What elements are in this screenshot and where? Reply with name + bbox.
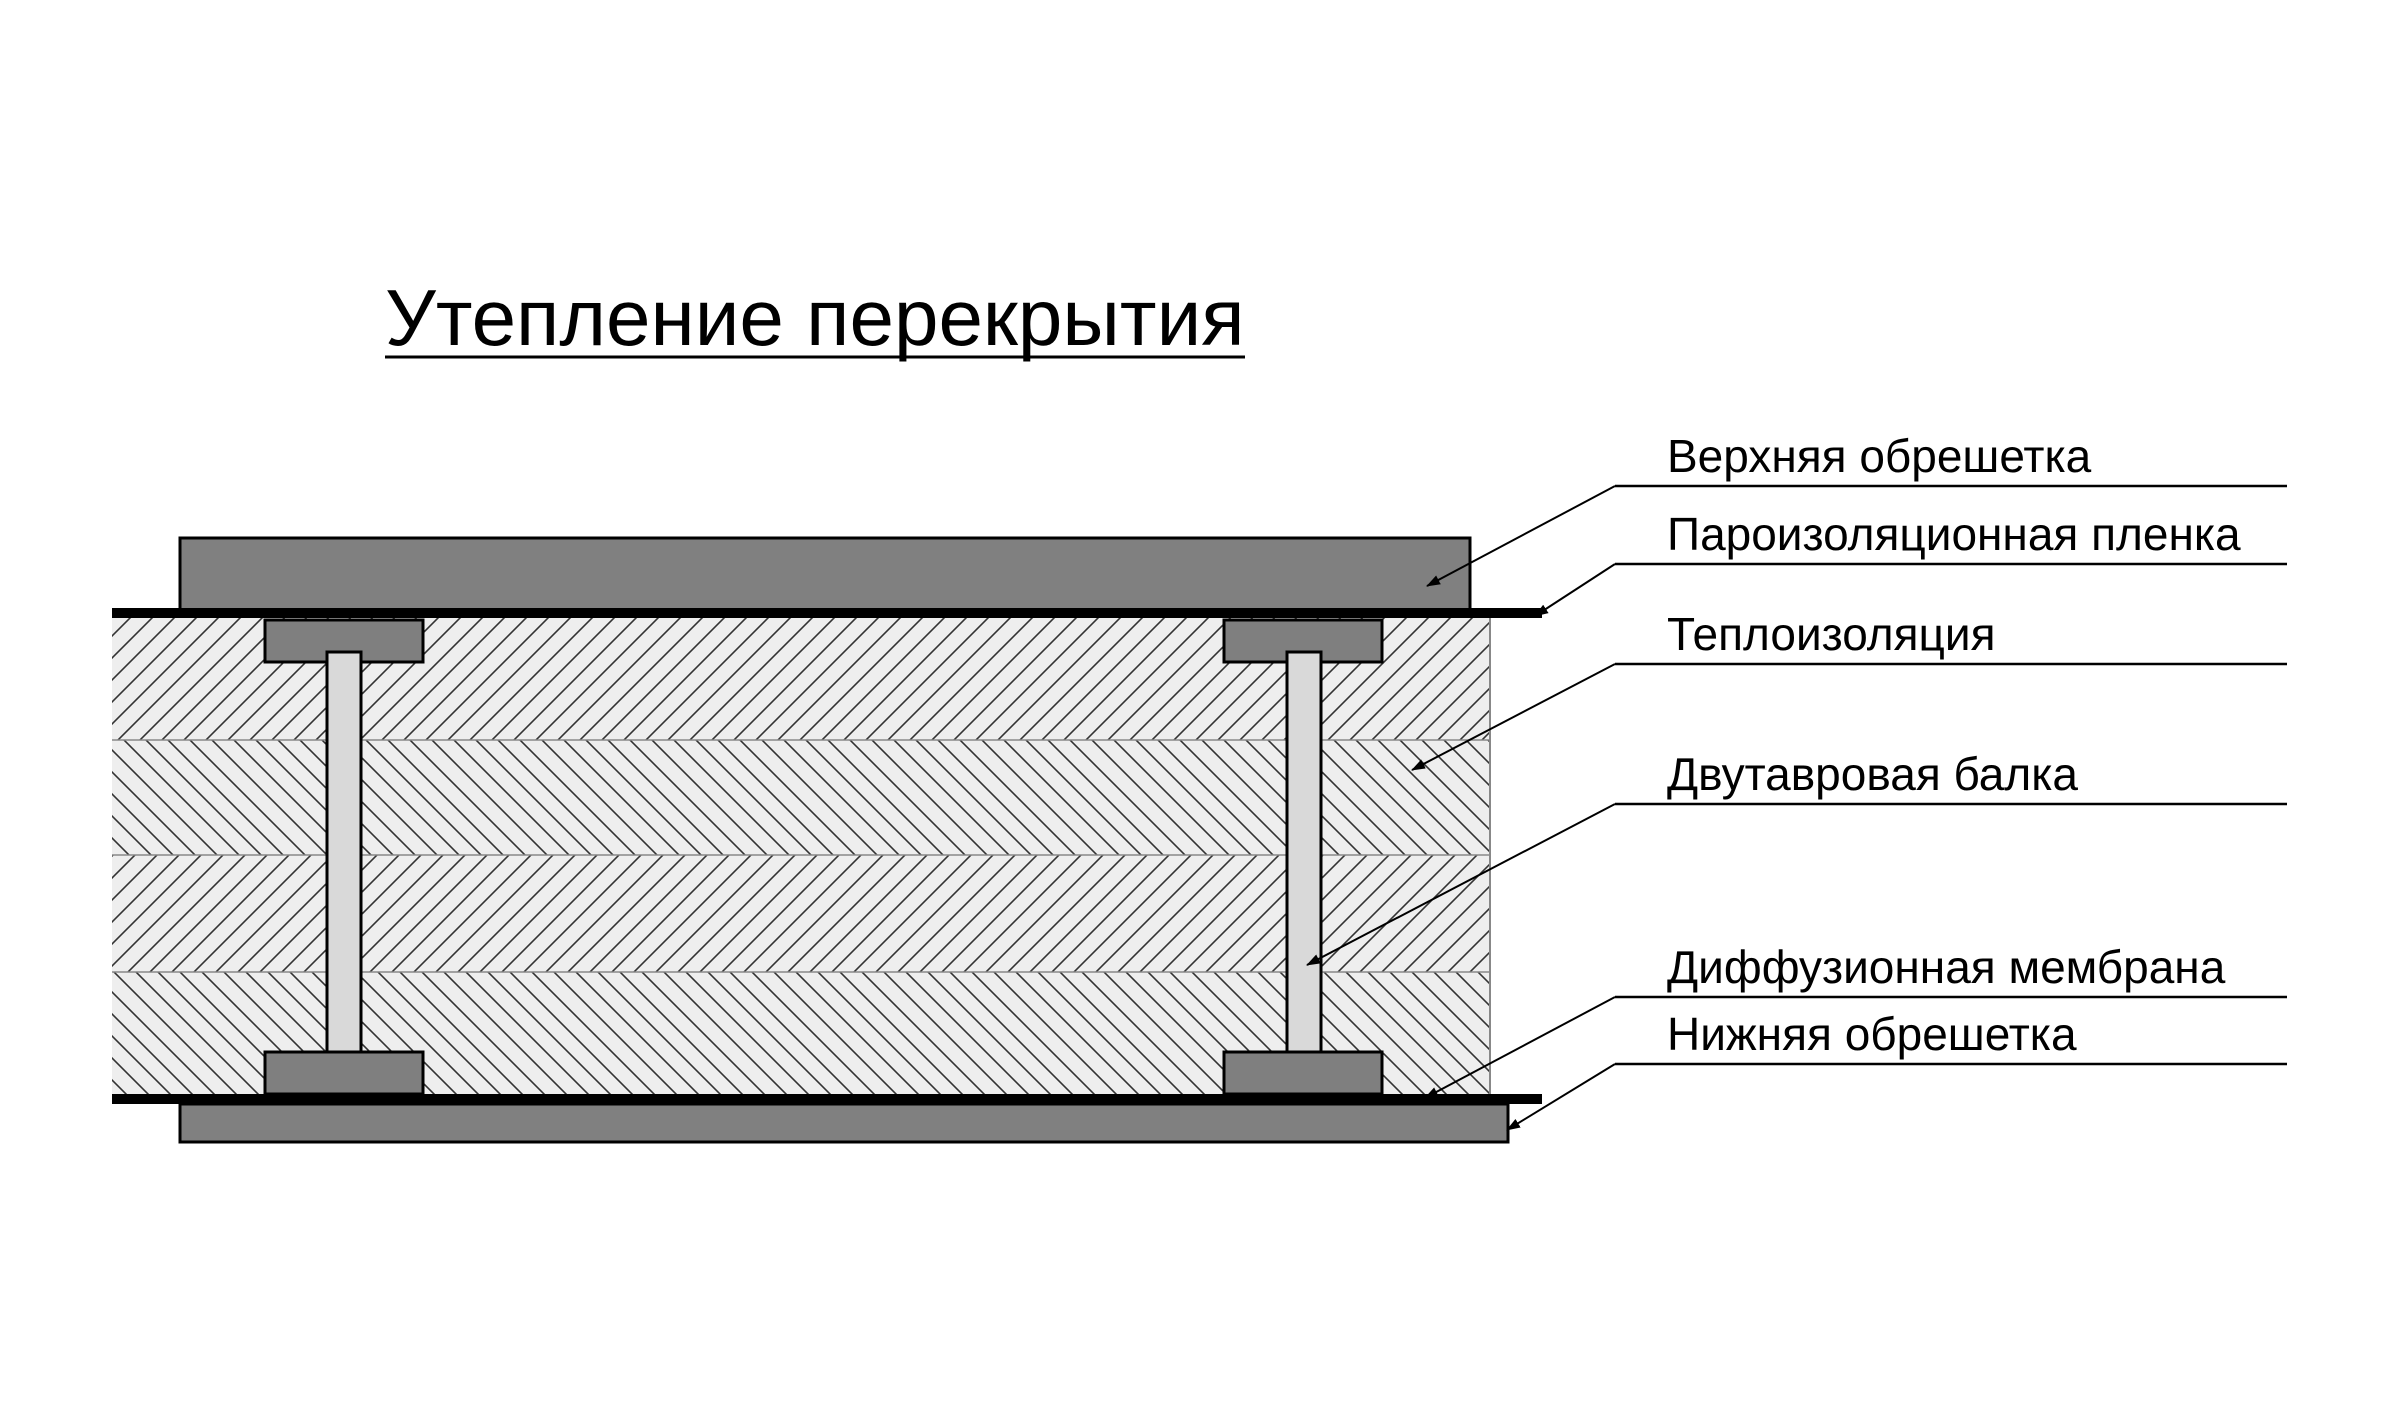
leader-vapor-film <box>1534 563 1616 617</box>
label-insulation: Теплоизоляция <box>1667 608 1996 660</box>
i-beam-right-web <box>1285 650 1323 1066</box>
leader-top-batten <box>1426 485 1616 587</box>
insulation-layers <box>112 617 1491 1094</box>
label-i-beam: Двутавровая балка <box>1667 748 2078 800</box>
leader-diffusion-membrane <box>1424 996 1616 1099</box>
bottom-batten-board <box>178 1102 1510 1144</box>
top-batten-board <box>178 536 1472 612</box>
diffusion-membrane <box>112 1094 1542 1104</box>
leader-insulation <box>1411 663 1616 771</box>
i-beam-right-bottom-flange <box>1222 1050 1384 1096</box>
callouts: Верхняя обрешетка Пароизоляционная пленк… <box>1306 430 2287 1131</box>
i-beam-left-bottom-flange <box>263 1050 425 1096</box>
i-beam-left <box>263 618 425 1096</box>
label-top-batten: Верхняя обрешетка <box>1667 430 2092 482</box>
label-vapor-film: Пароизоляционная пленка <box>1667 508 2241 560</box>
vapor-barrier-film <box>112 608 1542 618</box>
i-beam-right <box>1222 618 1384 1096</box>
label-bottom-batten: Нижняя обрешетка <box>1667 1008 2077 1060</box>
i-beam-left-web <box>325 650 363 1066</box>
insulation-layer-3 <box>112 855 1490 972</box>
label-diffusion-membrane: Диффузионная мембрана <box>1667 941 2226 993</box>
leader-i-beam <box>1306 803 1616 966</box>
leader-bottom-batten <box>1506 1063 1616 1131</box>
diagram-title: Утепление перекрытия <box>385 273 1245 362</box>
insulation-layer-2 <box>112 740 1490 855</box>
